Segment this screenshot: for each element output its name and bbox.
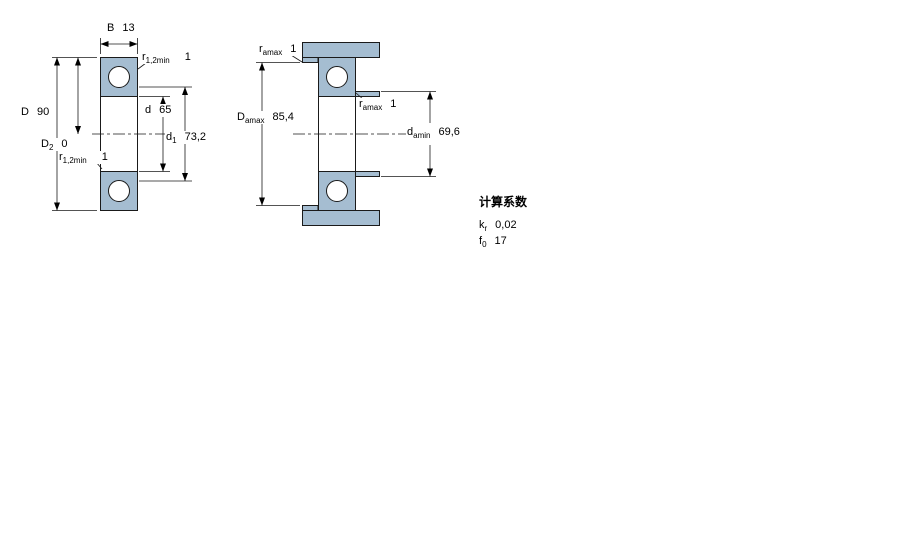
factor-subscript: 0	[482, 240, 487, 250]
dim-symbol: B	[107, 22, 115, 34]
dim-value: 1	[390, 98, 397, 110]
dim-label-r-top: r1,2min 1	[141, 51, 192, 66]
dim-subscript: amax	[362, 103, 383, 113]
right-dimension-lines	[256, 54, 436, 206]
dim-symbol: d	[166, 131, 173, 143]
housing-band-top	[302, 42, 380, 58]
housing-shoulder-top-left	[302, 57, 319, 63]
dim-symbol: r	[142, 51, 146, 63]
dim-label-B: B 13	[106, 22, 136, 35]
dim-value: 85,4	[272, 111, 294, 123]
dim-value: 69,6	[438, 126, 460, 138]
right-bottom-ball	[326, 180, 348, 202]
factor-symbol: f	[479, 235, 483, 247]
dim-symbol: r	[259, 43, 263, 55]
factor-row-kr: kr 0,02	[478, 219, 518, 234]
dim-label-ra-top: ramax 1	[258, 43, 298, 58]
right-bearing-view	[293, 42, 444, 226]
factor-value: 0,02	[495, 219, 517, 231]
dim-symbol: D	[41, 138, 49, 150]
left-bearing-view	[92, 57, 196, 211]
dim-symbol: D	[237, 111, 245, 123]
dim-symbol: r	[359, 98, 363, 110]
dim-label-ra-mid: ramax 1	[358, 98, 398, 113]
dim-subscript: amin	[413, 131, 431, 141]
dim-value: 13	[122, 22, 135, 34]
right-shaded-sections	[302, 42, 380, 226]
dim-value: 0	[61, 138, 68, 150]
factor-subscript: r	[484, 224, 488, 234]
dim-value: 65	[159, 104, 172, 116]
calc-factors-title-text: 计算系数	[479, 195, 528, 209]
dim-label-da: damin 69,6	[406, 126, 461, 141]
leader-ra-top	[290, 54, 303, 63]
dim-label-D: D 90	[20, 106, 51, 119]
dim-subscript: amax	[262, 48, 283, 58]
leader-r-top	[137, 62, 147, 70]
dim-subscript: 2	[48, 143, 54, 153]
dim-value: 1	[101, 151, 108, 163]
left-top-ball	[108, 66, 130, 88]
dim-subscript: 1,2min	[62, 156, 87, 166]
dim-symbol: D	[21, 106, 29, 118]
dim-value: 73,2	[184, 131, 206, 143]
dim-subscript: 1,2min	[145, 56, 170, 66]
dim-value: 1	[184, 51, 191, 63]
shaft-shoulder-bottom-right	[355, 171, 380, 177]
dim-symbol: d	[145, 104, 152, 116]
right-top-ball	[326, 66, 348, 88]
dim-label-r-bottom: r1,2min 1	[58, 151, 109, 166]
dim-label-d1: d1 73,2	[165, 131, 207, 146]
dim-label-Da: Damax 85,4	[236, 111, 295, 126]
dim-value: 90	[36, 106, 50, 118]
left-bottom-ball	[108, 180, 130, 202]
dim-subscript: 1	[172, 136, 177, 146]
left-ring-sections	[100, 57, 138, 211]
dim-symbol: r	[59, 151, 63, 163]
factor-value: 17	[494, 235, 507, 247]
dim-label-d: d 65	[144, 104, 173, 117]
factor-symbol: k	[479, 219, 485, 231]
dim-subscript: amax	[244, 116, 265, 126]
factor-row-f0: f0 17	[478, 235, 508, 250]
calc-factors-title: 计算系数	[478, 195, 529, 209]
dim-symbol: d	[407, 126, 414, 138]
housing-band-bottom	[302, 210, 380, 226]
dim-value: 1	[290, 43, 297, 55]
housing-shoulder-bottom-left	[302, 205, 319, 211]
